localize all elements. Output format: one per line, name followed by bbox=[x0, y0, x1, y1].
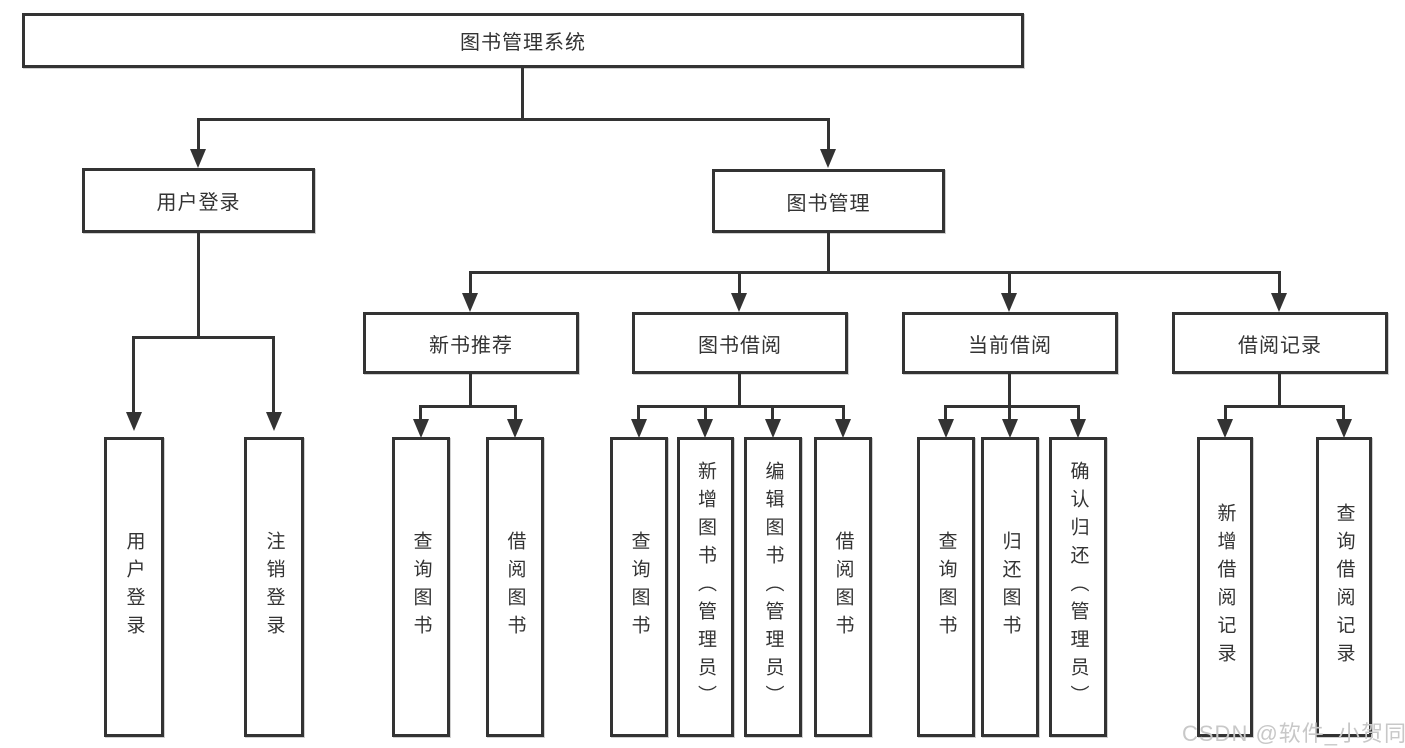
connector-root-stem bbox=[521, 68, 524, 118]
leaf-user-login: 用户登录 bbox=[104, 437, 164, 737]
leaf-records-query-record: 查询借阅记录 bbox=[1316, 437, 1372, 737]
leaf-newbook-borrow-books: 借阅图书 bbox=[486, 437, 544, 737]
connector-arrow-to-book-borrow bbox=[738, 271, 741, 294]
arrowhead-icon bbox=[190, 149, 206, 168]
arrowhead-icon bbox=[413, 419, 429, 438]
connector-records-group-bar bbox=[1224, 405, 1345, 408]
node-user-login: 用户登录 bbox=[82, 168, 315, 233]
arrowhead-icon bbox=[1070, 419, 1086, 438]
node-borrow-records: 借阅记录 bbox=[1172, 312, 1388, 374]
leaf-current-query-books: 查询图书 bbox=[917, 437, 975, 737]
connector-arrow-to-new-book bbox=[469, 271, 472, 294]
arrowhead-icon bbox=[266, 412, 282, 431]
arrowhead-icon bbox=[765, 419, 781, 438]
leaf-logout-login: 注销登录 bbox=[244, 437, 304, 737]
connector-arrow-records-query bbox=[1342, 405, 1345, 420]
connector-borrow-group-bar bbox=[637, 405, 845, 408]
arrowhead-icon bbox=[1001, 293, 1017, 312]
connector-arrow-to-leaf-logout bbox=[272, 336, 275, 413]
connector-login-group-stem bbox=[197, 233, 200, 336]
connector-arrow-to-book-management bbox=[827, 118, 830, 150]
arrowhead-icon bbox=[1217, 419, 1233, 438]
connector-arrow-borrow-add bbox=[704, 405, 707, 420]
connector-current-group-stem bbox=[1008, 374, 1011, 405]
arrowhead-icon bbox=[938, 419, 954, 438]
arrowhead-icon bbox=[1271, 293, 1287, 312]
connector-arrow-to-current-borrow bbox=[1008, 271, 1011, 294]
connector-newbook-group-bar bbox=[419, 405, 517, 408]
connector-arrow-current-return bbox=[1008, 405, 1011, 420]
arrowhead-icon bbox=[507, 419, 523, 438]
connector-arrow-current-query bbox=[944, 405, 947, 420]
connector-arrow-to-user-login bbox=[197, 118, 200, 150]
leaf-newbook-query-books: 查询图书 bbox=[392, 437, 450, 737]
connector-current-group-bar bbox=[944, 405, 1080, 408]
leaf-borrow-edit-books-admin: 编辑图书（管理员） bbox=[744, 437, 802, 737]
connector-mgmt-stem bbox=[827, 233, 830, 271]
arrowhead-icon bbox=[697, 419, 713, 438]
leaf-records-add-record: 新增借阅记录 bbox=[1197, 437, 1253, 737]
connector-arrow-borrow-borrow bbox=[842, 405, 845, 420]
connector-borrow-group-stem bbox=[738, 374, 741, 405]
csdn-watermark: CSDN @软件_小贺同学 bbox=[1182, 721, 1405, 746]
leaf-borrow-add-books-admin: 新增图书（管理员） bbox=[677, 437, 734, 737]
node-book-borrow: 图书借阅 bbox=[632, 312, 848, 374]
connector-records-group-stem bbox=[1278, 374, 1281, 405]
arrowhead-icon bbox=[462, 293, 478, 312]
connector-arrow-current-confirm bbox=[1077, 405, 1080, 420]
connector-arrow-newbook-query bbox=[419, 405, 422, 420]
connector-arrow-borrow-query bbox=[637, 405, 640, 420]
arrowhead-icon bbox=[126, 412, 142, 431]
connector-level3-bar bbox=[469, 271, 1281, 274]
node-current-borrow: 当前借阅 bbox=[902, 312, 1118, 374]
leaf-current-confirm-return-admin: 确认归还（管理员） bbox=[1049, 437, 1107, 737]
leaf-current-return-books: 归还图书 bbox=[981, 437, 1039, 737]
arrowhead-icon bbox=[835, 419, 851, 438]
connector-newbook-group-stem bbox=[469, 374, 472, 405]
node-book-management: 图书管理 bbox=[712, 169, 945, 233]
arrowhead-icon bbox=[820, 149, 836, 168]
connector-login-group-bar bbox=[132, 336, 275, 339]
connector-arrow-to-borrow-records bbox=[1278, 271, 1281, 294]
arrowhead-icon bbox=[1336, 419, 1352, 438]
arrowhead-icon bbox=[731, 293, 747, 312]
connector-arrow-records-add bbox=[1224, 405, 1227, 420]
node-new-book-recommend: 新书推荐 bbox=[363, 312, 579, 374]
connector-arrow-borrow-edit bbox=[771, 405, 774, 420]
node-root-system: 图书管理系统 bbox=[22, 13, 1024, 68]
arrowhead-icon bbox=[631, 419, 647, 438]
arrowhead-icon bbox=[1002, 419, 1018, 438]
leaf-borrow-borrow-books: 借阅图书 bbox=[814, 437, 872, 737]
connector-arrow-to-leaf-user-login bbox=[132, 336, 135, 413]
connector-level2-bar bbox=[197, 118, 830, 121]
leaf-borrow-query-books: 查询图书 bbox=[610, 437, 668, 737]
connector-arrow-newbook-borrow bbox=[514, 405, 517, 420]
